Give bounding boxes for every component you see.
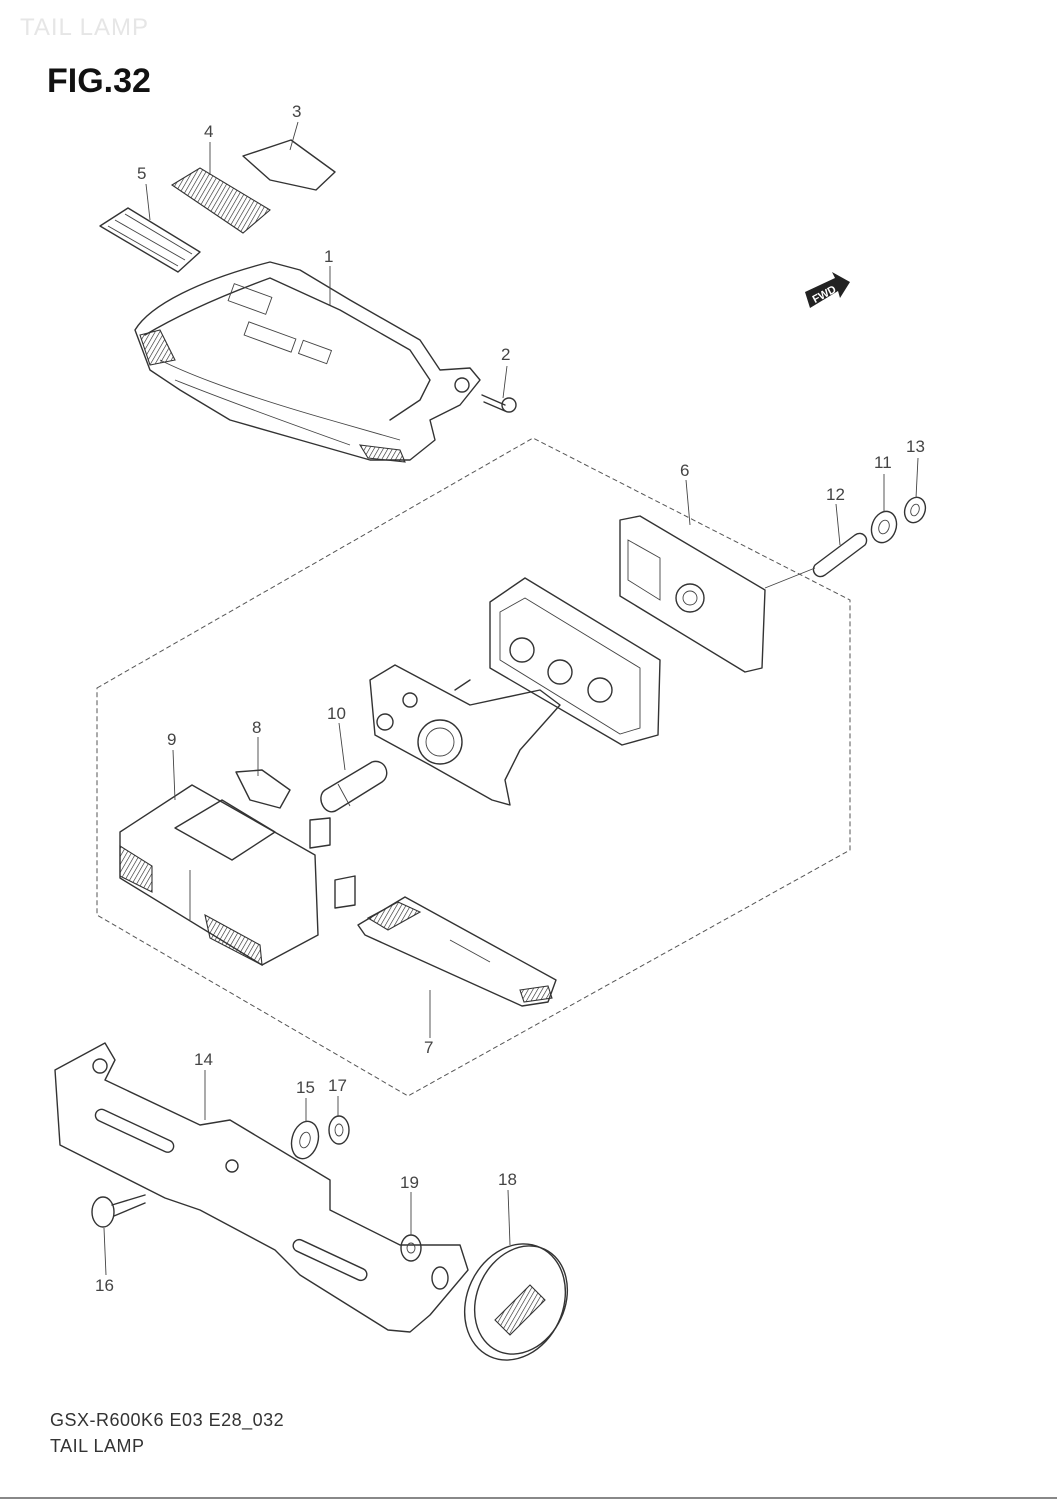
part-3-plate	[242, 139, 336, 191]
part-4-reflector-strip	[170, 167, 271, 234]
callout-14: 14	[194, 1050, 213, 1069]
callout-2: 2	[501, 345, 510, 364]
callout-1: 1	[324, 247, 333, 266]
part-8-clip	[235, 769, 356, 909]
fwd-label: FWD	[811, 284, 839, 306]
callout-11: 11	[874, 453, 892, 472]
part-16-bolt	[91, 1194, 146, 1228]
callout-3: 3	[292, 102, 301, 121]
fwd-direction-arrow: FWD	[805, 272, 850, 308]
callout-4: 4	[204, 122, 213, 141]
part-12-spacer	[812, 532, 868, 578]
part-9-lens-cover	[119, 784, 319, 966]
part-13-nut	[903, 496, 927, 524]
callout-9: 9	[167, 730, 176, 749]
figure-title: FIG.32	[47, 62, 151, 100]
part-5-grille-pad	[99, 207, 201, 273]
callout-10: 10	[327, 704, 346, 723]
bottom-border	[0, 1497, 1057, 1499]
callout-labels: 3 4 5 1 2 6 12 11 13 10 8 9 7 14 15 17 1…	[95, 102, 925, 1295]
section-name: TAIL LAMP	[50, 1436, 145, 1456]
callout-18: 18	[498, 1170, 517, 1189]
callout-15: 15	[296, 1078, 315, 1097]
callout-8: 8	[252, 718, 261, 737]
part-11-washer	[870, 510, 898, 544]
callout-16: 16	[95, 1276, 114, 1295]
part-17-nut	[328, 1115, 350, 1145]
part-10-bulb	[320, 760, 388, 813]
callout-13: 13	[906, 437, 925, 456]
watermark-title: TAIL LAMP	[20, 14, 150, 41]
callout-19: 19	[400, 1173, 419, 1192]
model-code: GSX-R600K6 E03 E28_032	[50, 1410, 285, 1430]
bulb-socket-frame	[369, 664, 561, 806]
part-1-lamp-housing	[134, 261, 481, 463]
callout-7: 7	[424, 1038, 433, 1057]
callout-6: 6	[680, 461, 689, 480]
callout-5: 5	[137, 164, 146, 183]
part-7-gasket	[357, 896, 557, 1007]
part-19-grommet	[400, 1234, 422, 1262]
assembly-box-outline	[96, 437, 851, 1097]
assembly-axis-line	[764, 567, 816, 589]
part-6-base-plate	[619, 515, 766, 673]
part-18-reflector	[463, 1243, 569, 1361]
callout-leaders	[103, 121, 919, 1276]
callout-12: 12	[826, 485, 845, 504]
part-2-screw	[481, 394, 517, 413]
callout-17: 17	[328, 1076, 347, 1095]
part-15-washer	[290, 1120, 320, 1160]
part-14-mount-bracket	[54, 1042, 469, 1333]
rear-socket-housing	[489, 577, 661, 746]
